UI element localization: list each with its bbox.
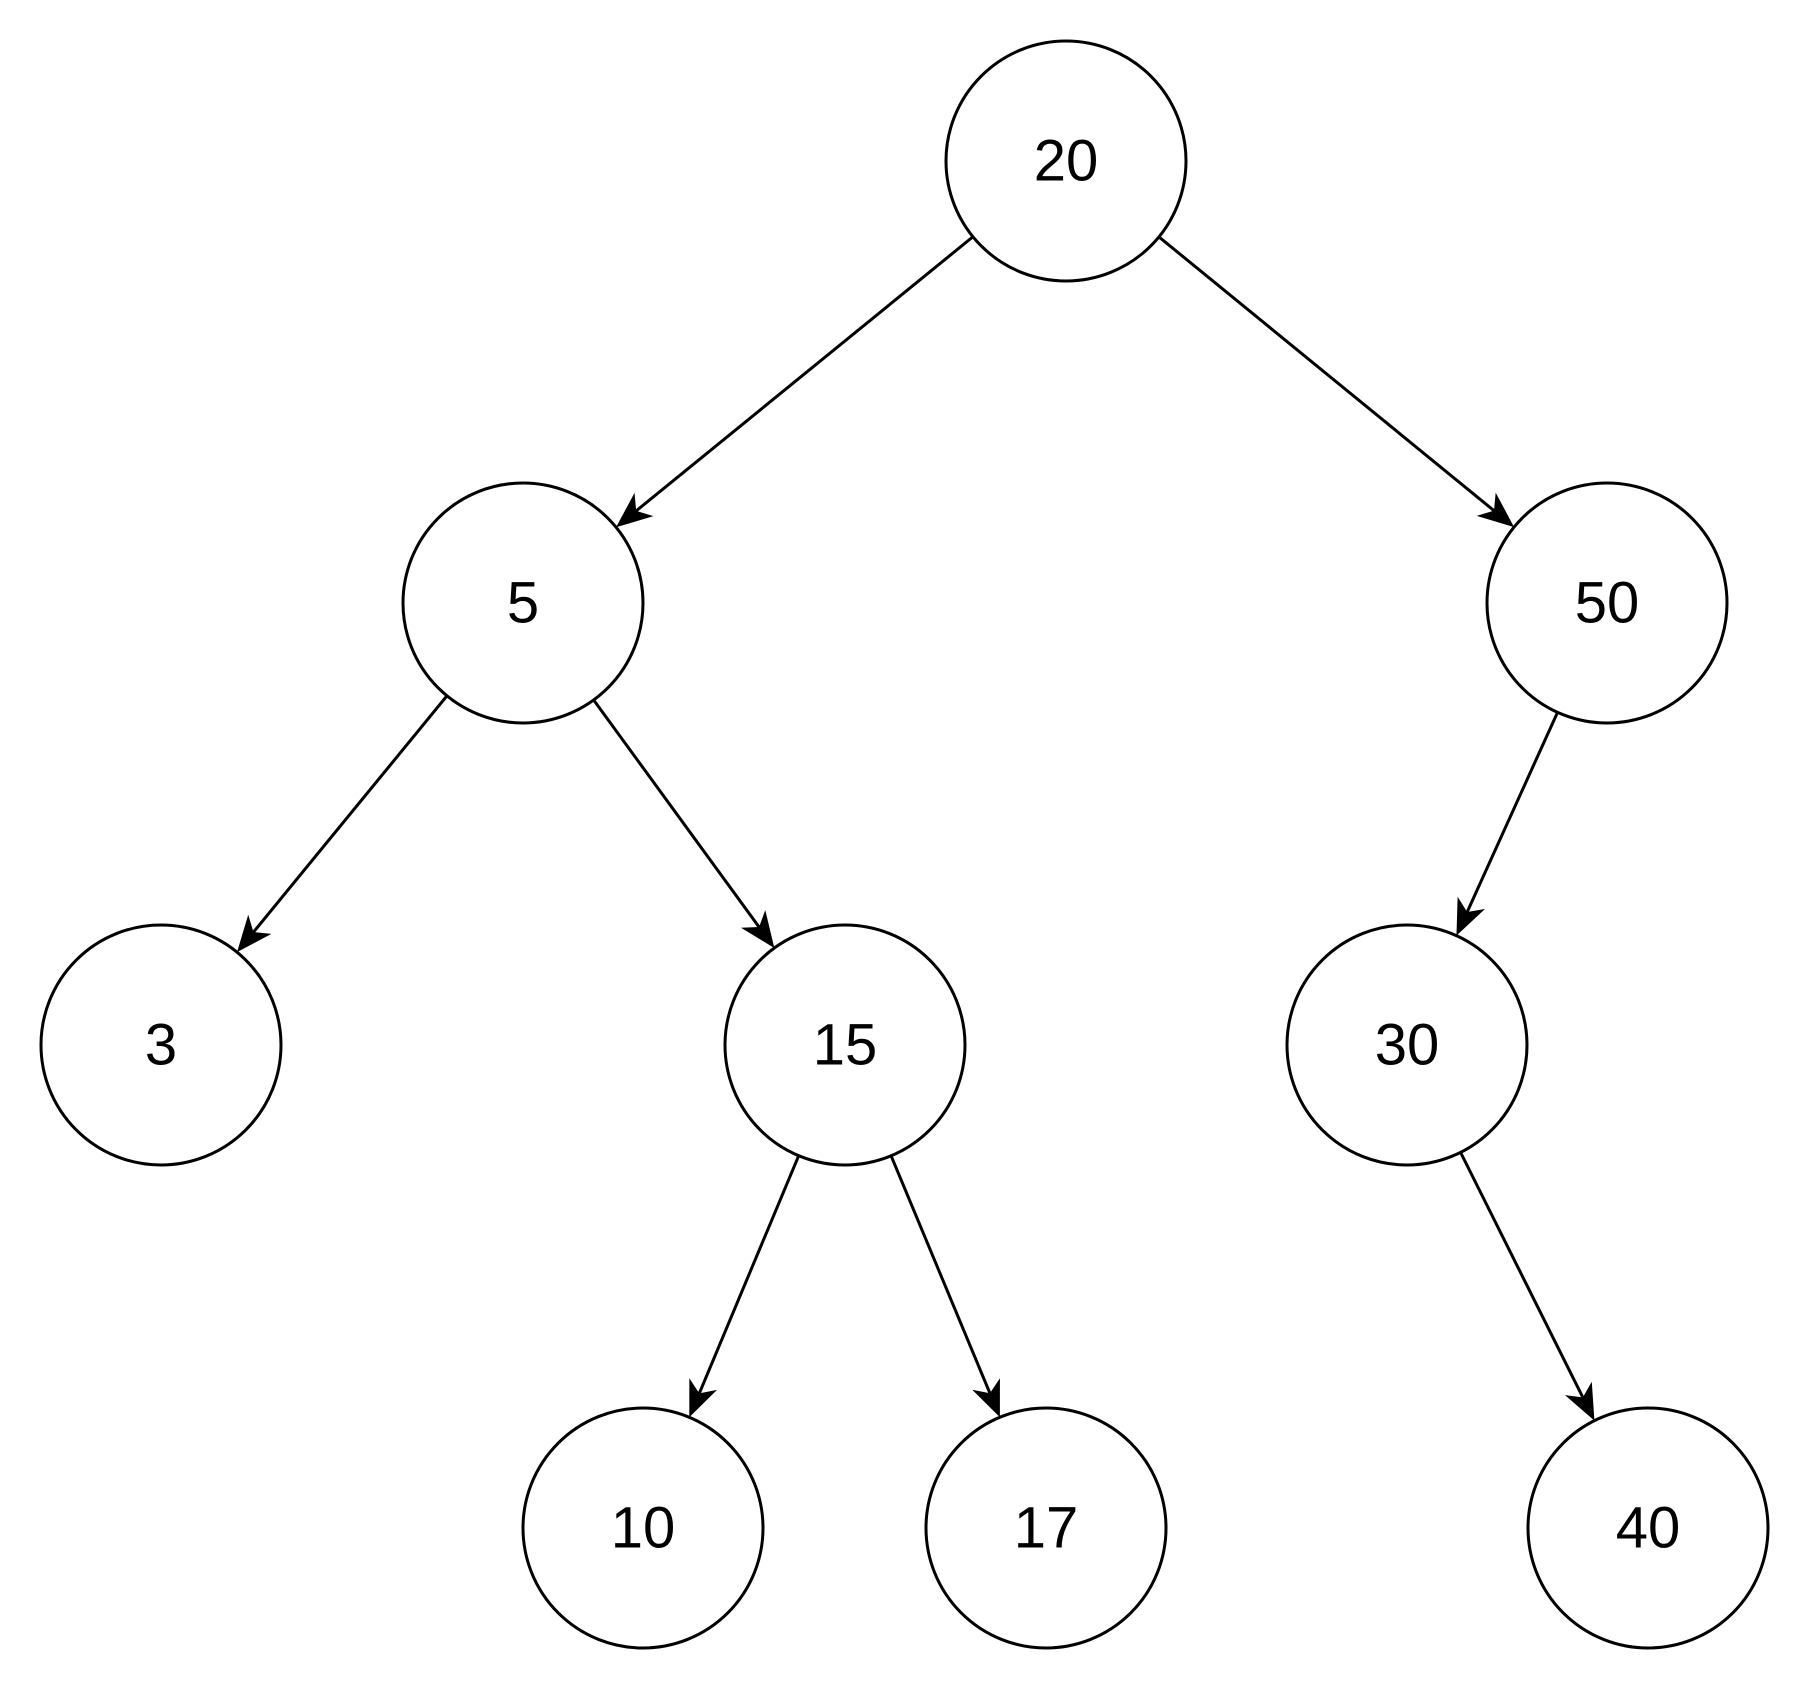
node-circle [1526,1406,1770,1650]
edge-n30-n40 [1459,1151,1595,1421]
tree-node-3: 3 [39,923,283,1167]
arrowhead-icon [1476,492,1515,528]
edge-n5-n3 [237,694,449,953]
nodes-layer: 20 5 50 3 15 30 10 17 40 [39,39,1770,1650]
edge-line [1157,235,1500,516]
tree-node-30: 30 [1285,923,1529,1167]
edge-line [592,699,764,933]
node-circle [944,39,1188,283]
tree-node-50: 50 [1485,481,1729,725]
tree-node-17: 17 [924,1406,1168,1650]
node-circle [1285,923,1529,1167]
node-circle [521,1406,765,1650]
edge-n15-n10 [689,1155,801,1418]
edge-line [1463,711,1559,919]
edge-line [695,1155,801,1400]
arrowhead-icon [741,910,775,949]
edge-n50-n30 [1456,711,1559,936]
tree-node-20: 20 [944,39,1188,283]
edges-layer [237,235,1595,1421]
edge-line [630,235,974,516]
tree-node-40: 40 [1526,1406,1770,1650]
node-circle [924,1406,1168,1650]
edge-n5-n15 [592,699,775,949]
arrowhead-icon [689,1378,718,1418]
node-label: 3 [145,1013,177,1078]
tree-node-10: 10 [521,1406,765,1650]
edge-n20-n50 [1157,235,1515,528]
node-circle [39,923,283,1167]
tree-node-5: 5 [401,481,645,725]
node-label: 17 [1014,1496,1079,1561]
edge-line [248,694,449,938]
node-label: 50 [1575,571,1640,636]
arrowhead-icon [616,492,654,528]
edge-line [1459,1151,1587,1404]
node-label: 10 [611,1496,676,1561]
edge-n15-n17 [889,1155,1000,1418]
arrowhead-icon [972,1378,1000,1418]
edge-n20-n5 [616,235,974,528]
node-label: 20 [1034,129,1099,194]
node-label: 30 [1375,1013,1440,1078]
node-label: 40 [1616,1496,1681,1561]
arrowhead-icon [1564,1381,1595,1421]
node-circle [1485,481,1729,725]
node-label: 15 [813,1013,878,1078]
node-circle [723,923,967,1167]
node-label: 5 [507,571,539,636]
node-circle [401,481,645,725]
edge-line [889,1155,994,1400]
arrowhead-icon [237,914,272,953]
tree-node-15: 15 [723,923,967,1167]
arrowhead-icon [1456,896,1485,936]
